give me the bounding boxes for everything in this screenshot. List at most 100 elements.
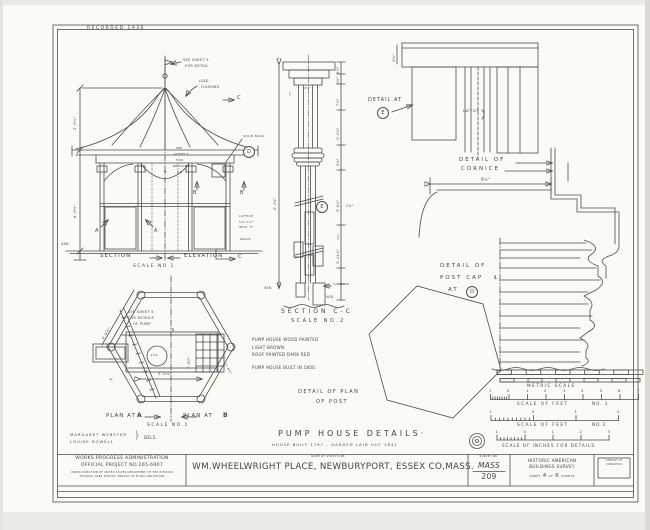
elevation-dim-upper: 2'-5¾": [73, 116, 77, 130]
lattice-note-1: LATTICE: [239, 214, 254, 218]
cc-dim-9: 8'-2⅜": [273, 197, 277, 210]
habs-sheets-word: SHEETS: [561, 473, 575, 478]
habs-sheet-number: 4: [542, 472, 547, 479]
scan-edge-right: [645, 0, 650, 530]
detail-e-caption: DETAIL AT: [368, 97, 403, 103]
habs-of: OF: [548, 473, 554, 478]
cc-dim-4: 4½": [304, 86, 312, 90]
plan-drawing: [92, 275, 236, 422]
feet2-label: SCALE OF FEET: [517, 422, 569, 427]
scan-edge-bottom: [0, 512, 650, 530]
cc-dim-10: 2⅜": [346, 204, 354, 208]
post-plan-caption-1: DETAIL OF PLAN: [298, 389, 360, 395]
wpa-line-1: WORKS PROGRESS ADMINISTRATION: [75, 456, 169, 461]
section-marker-c-top: C: [237, 95, 242, 101]
title-block-grid: [57, 454, 634, 492]
detail-e-dim: 3⅝": [392, 53, 396, 62]
inches-tick-0: 1: [495, 428, 499, 434]
stamp-seal: [469, 433, 485, 449]
plan-note-2: FOR DETAILS: [128, 316, 154, 320]
post-cap-molding-drawing: [491, 237, 605, 373]
feet1-tick-6: 5: [600, 388, 603, 393]
feet1-no: NO. 1: [592, 401, 609, 406]
cc-dim-5: 7⅞": [336, 98, 340, 106]
plan-dim-depth: 2'-0½": [187, 356, 191, 369]
inches-label: SCALE OF INCHES FOR DETAILS: [502, 442, 596, 448]
lattice-note-2: 1⅛"×⅞": [239, 219, 254, 224]
see-sheet-note-2: FOR DETAIL: [185, 64, 209, 68]
detail-marker-e-section: E: [316, 201, 328, 213]
section-cc-drawing: [279, 54, 346, 308]
feet1-tick-2: 1: [526, 388, 529, 393]
sheet-subtitle: HOUSE BUILT 1797 – GARDEN LAID OUT 1841: [272, 441, 398, 447]
inches-tick-1: 0: [523, 428, 527, 434]
feet1-tick-4: 3: [563, 388, 566, 393]
var-note-elevation: VAR.: [61, 242, 71, 246]
feet1-tick-1: 0: [507, 388, 510, 393]
feet1-label: SCALE OF FEET: [517, 401, 569, 406]
recorded-note: RECORDED 1936: [87, 26, 145, 31]
feet1-tick-7: 6: [618, 388, 621, 393]
detail-marker-d: D: [243, 146, 255, 158]
delineator-name-2: LOUISE ROWELL: [70, 438, 114, 444]
built-note: PUMP HOUSE BUILT IN 1800.: [252, 365, 317, 370]
feet1-tick-5: 4: [581, 388, 584, 393]
cc-dim-3: ⅞": [288, 91, 292, 96]
lattice-label: LATTICE: [463, 109, 480, 113]
paint-note-3: ROOF PAINTED DARK RED: [252, 352, 311, 357]
feet2-no: NO.2: [592, 422, 607, 427]
cc-dim-8: 3'-6⅞": [336, 199, 340, 212]
bracket-note-2: SHEET 5: [174, 152, 189, 156]
lead-flashing-note-1: LEAD: [199, 79, 209, 83]
scan-edge-top: [0, 0, 650, 5]
corner-box-line-1: LIBRARY OF: [605, 459, 623, 462]
elevation-dim-lower: 8'-6½": [73, 204, 77, 218]
post-plan-hexagon: [368, 285, 502, 419]
post-plan-caption-2: OF POST: [316, 398, 349, 405]
cc-wash-note: ¾" WASH: [333, 282, 350, 286]
inches-tick-3: 2: [579, 428, 583, 434]
plan-dim-width: 3'-5⅞": [158, 371, 172, 376]
solid-back-note: SOLID BACK: [243, 134, 265, 138]
inches-tick-4: 3: [607, 428, 611, 434]
survey-no-label: SURVEY NO.: [479, 454, 499, 458]
survey-state: MASS: [477, 460, 501, 470]
centerline-symbol-plan: ℄: [172, 327, 175, 332]
habs-total-sheets: 6: [555, 472, 560, 479]
plan-caption-a: A: [137, 411, 142, 419]
cc-dim-7: 5⅜": [336, 158, 340, 166]
cornice-caption-1: DETAIL OF: [459, 157, 506, 163]
delineator-role: DELS.: [144, 435, 158, 440]
centerline-symbol-elevation: ℄: [164, 169, 167, 174]
cc-dim-6: 1'-2⅝": [336, 127, 340, 140]
plan-caption-right: PLAN AT: [183, 412, 213, 419]
post-cap-caption-1: DETAIL OF: [440, 263, 487, 269]
scale-bars: [490, 369, 644, 441]
cornice-profile-drawing: [418, 147, 620, 279]
section-marker-c-bottom: C: [238, 254, 243, 260]
gazebo-elevation-drawing: [65, 55, 263, 263]
cc-dim-2: 1½": [336, 76, 340, 84]
cc-dim-1: 3⅝": [336, 66, 340, 74]
lead-flashing-note-2: FLASHING: [201, 84, 220, 89]
cornice-dim: 9½": [481, 177, 491, 182]
cc-var-right: VAR.: [326, 295, 335, 299]
bracket-note-5: P.D.: [177, 170, 184, 174]
plan-pump-diameter: 11⅝: [150, 353, 159, 357]
habs-sheet-line: SHEET 4 OF 6 SHEETS: [511, 472, 593, 480]
cc-dim-12: 1'-11¼": [336, 249, 340, 264]
detail-marker-d-caption: D: [466, 285, 478, 298]
plan-caption-left: PLAN AT: [106, 412, 136, 419]
elevation-caption-left: SECTION: [100, 253, 132, 259]
feet1-tick-3: 2: [544, 388, 547, 393]
structure-name-label: NAME OF STRUCTURE: [311, 454, 345, 458]
feet1-tick-8: 7: [637, 388, 640, 393]
detail-e-drawing: [391, 42, 539, 159]
paint-note-2: LIGHT BROWN.: [252, 345, 286, 350]
sheet-border: [52, 24, 639, 503]
bracket-note-4: BRACKET: [173, 164, 189, 168]
feet2-tick-3: 2: [617, 409, 620, 414]
plan-caption-scale: SCALE NO.1: [147, 422, 189, 428]
feet2-tick-1: 0: [532, 409, 535, 414]
